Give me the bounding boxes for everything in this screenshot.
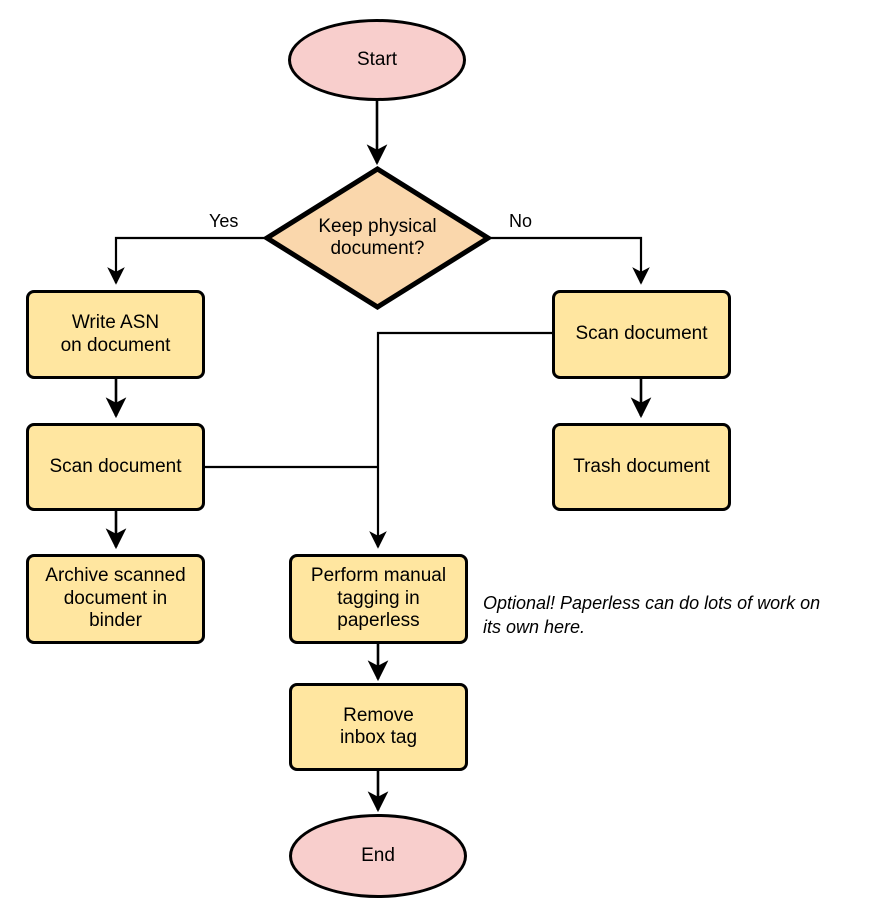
node-trash-document[interactable]: Trash document — [552, 423, 731, 511]
node-end[interactable]: End — [289, 814, 467, 898]
node-perform-manual-tagging-in-paperless[interactable]: Perform manual tagging in paperless — [289, 554, 468, 644]
node-remove-inbox-tag[interactable]: Remove inbox tag — [289, 683, 468, 771]
node-keep-physical-document[interactable]: Keep physical document? — [264, 166, 491, 310]
annotation-optional-note: Optional! Paperless can do lots of work … — [483, 593, 821, 638]
edge-decision-yes-to-write-asn — [107, 236, 266, 285]
node-write-asn-on-document[interactable]: Write ASN on document — [26, 290, 205, 379]
edge-decision-no-to-scan-right — [489, 236, 650, 285]
node-start[interactable]: Start — [288, 19, 466, 101]
diamond-shape — [264, 166, 491, 310]
node-scan-document-right[interactable]: Scan document — [552, 290, 731, 379]
node-scan-document-left[interactable]: Scan document — [26, 423, 205, 511]
edge-label-yes: Yes — [209, 211, 239, 231]
edge-label-no: No — [509, 211, 533, 231]
node-archive-scanned-document-in-binder[interactable]: Archive scanned document in binder — [26, 554, 205, 644]
edge-scan-right-to-manual-tagging — [369, 331, 552, 549]
node-keep-physical-document-label: Keep physical document? — [318, 215, 437, 259]
